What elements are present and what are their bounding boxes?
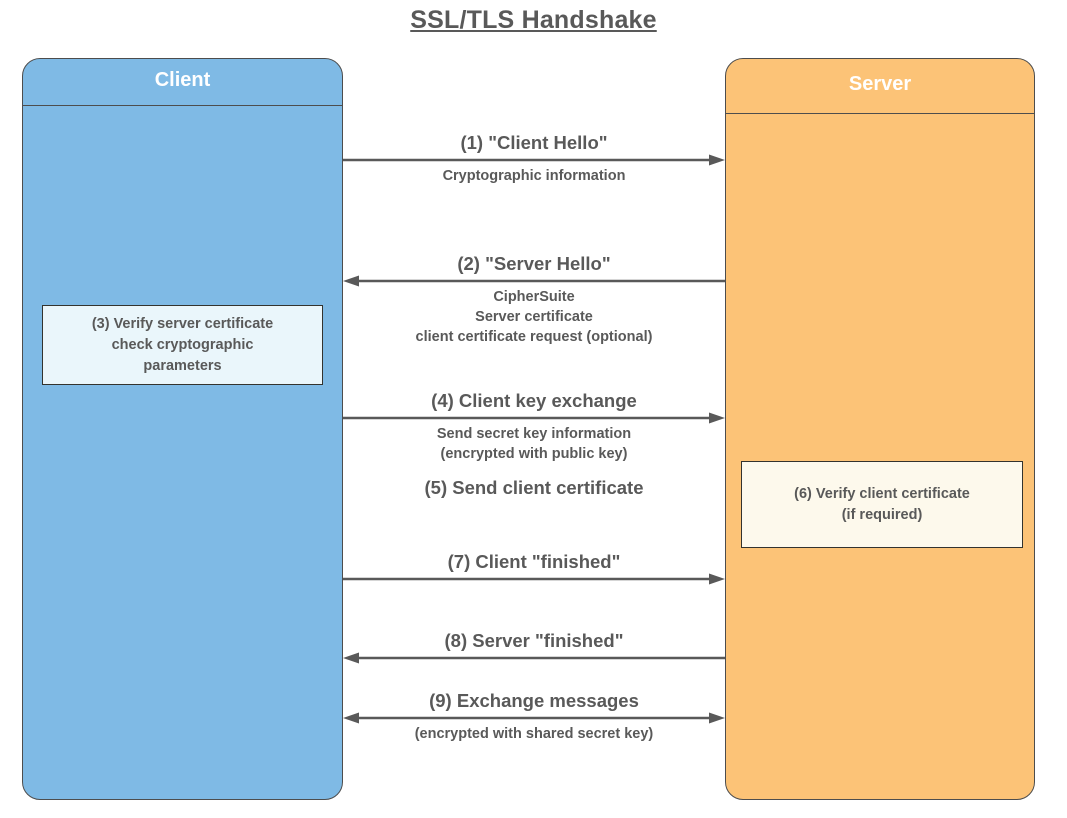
message-4-title: (4) Client key exchange	[431, 390, 637, 411]
page-title: SSL/TLS Handshake	[410, 6, 657, 34]
server-note-line-1: (6) Verify client certificate	[794, 485, 970, 502]
message-1-arrow	[343, 154, 725, 166]
client-header-label: Client	[23, 59, 342, 106]
message-1-sub-1: Cryptographic information	[442, 168, 626, 184]
client-note-line-3: parameters	[143, 357, 222, 374]
message-2-title: (2) "Server Hello"	[457, 253, 611, 274]
client-note-verify-server-certificate: (3) Verify server certificate check cryp…	[42, 305, 323, 385]
server-lifeline: Server	[725, 58, 1035, 800]
message-2-sub-3: client certificate request (optional)	[415, 329, 653, 345]
message-9-title: (9) Exchange messages	[429, 690, 639, 711]
message-9-arrow	[343, 712, 725, 724]
client-note-line-2: check cryptographic	[111, 336, 254, 353]
message-5: (5) Send client certificate	[343, 477, 725, 499]
message-2-arrow	[343, 275, 725, 287]
message-2-sub-2: Server certificate	[475, 309, 593, 325]
client-note-line-1: (3) Verify server certificate	[91, 315, 274, 332]
message-2-sub-1: CipherSuite	[493, 289, 575, 305]
message-4-arrow	[343, 412, 725, 424]
client-lifeline: Client	[22, 58, 343, 800]
server-note-line-2: (if required)	[841, 506, 923, 523]
message-4-sub-2: (encrypted with public key)	[440, 446, 628, 462]
message-5-title: (5) Send client certificate	[424, 477, 644, 498]
message-4: (4) Client key exchange Send secret key …	[343, 390, 725, 464]
message-8-title: (8) Server "finished"	[444, 630, 624, 651]
message-7-title: (7) Client "finished"	[447, 551, 621, 572]
message-4-sub-1: Send secret key information	[436, 426, 632, 442]
message-8: (8) Server "finished"	[343, 630, 725, 664]
message-1: (1) "Client Hello" Cryptographic informa…	[343, 132, 725, 186]
server-note-verify-client-certificate: (6) Verify client certificate (if requir…	[741, 461, 1023, 548]
message-7-arrow	[343, 573, 725, 585]
message-9: (9) Exchange messages (encrypted with sh…	[343, 690, 725, 744]
message-7: (7) Client "finished"	[343, 551, 725, 585]
server-header-label: Server	[726, 59, 1034, 114]
message-8-arrow	[343, 652, 725, 664]
message-9-sub-1: (encrypted with shared secret key)	[414, 726, 654, 742]
message-2: (2) "Server Hello" CipherSuite Server ce…	[343, 253, 725, 347]
message-1-title: (1) "Client Hello"	[460, 132, 608, 153]
